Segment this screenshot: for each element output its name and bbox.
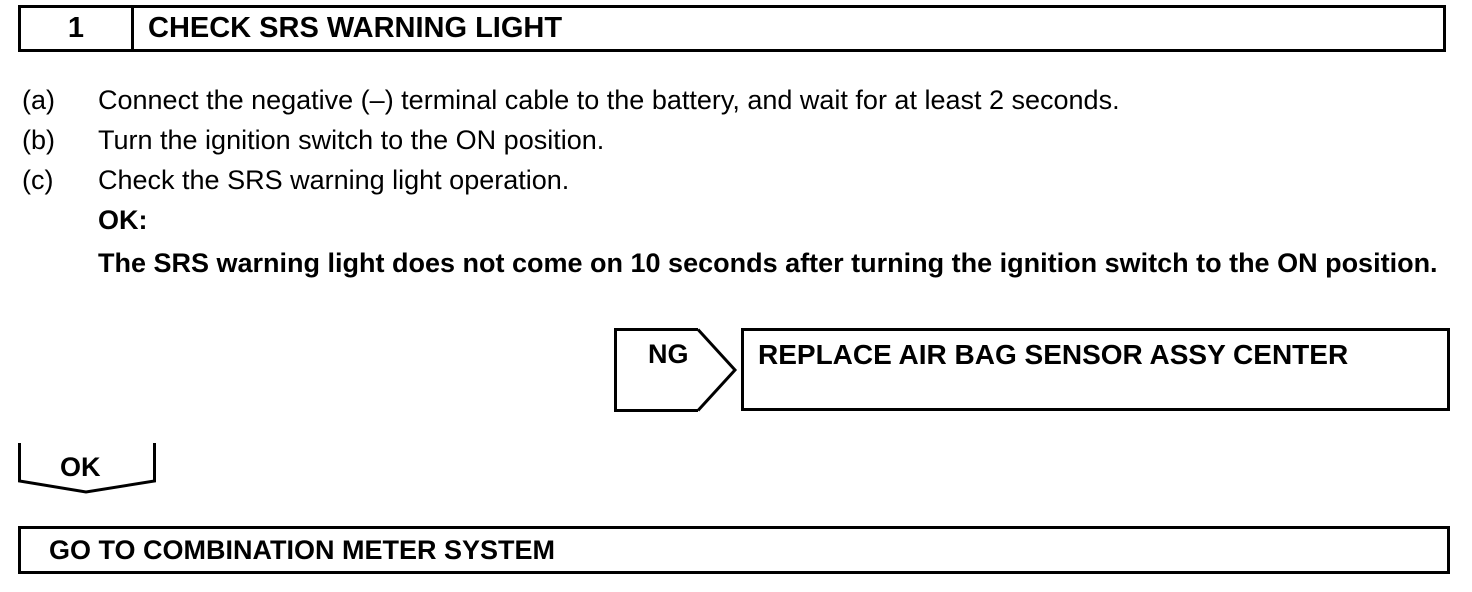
instruction-a-mark: (a) — [22, 85, 55, 115]
step-header: 1 CHECK SRS WARNING LIGHT — [18, 5, 1446, 52]
next-step-box: GO TO COMBINATION METER SYSTEM — [18, 526, 1450, 574]
ng-label: NG — [648, 339, 689, 369]
instruction-b-mark: (b) — [22, 125, 55, 155]
ok-arrow-tab — [18, 443, 156, 494]
instruction-b-text: Turn the ignition switch to the ON posit… — [98, 125, 605, 155]
ok-label: OK — [60, 452, 101, 482]
ng-action-text: REPLACE AIR BAG SENSOR ASSY CENTER — [758, 339, 1349, 370]
instruction-c-text: Check the SRS warning light operation. — [98, 165, 570, 195]
step-number: 1 — [21, 8, 134, 49]
ng-action-box: REPLACE AIR BAG SENSOR ASSY CENTER — [741, 328, 1450, 411]
ok-result-text: The SRS warning light does not come on 1… — [98, 248, 1438, 278]
instruction-a-text: Connect the negative (–) terminal cable … — [98, 85, 1120, 115]
ok-result-label: OK: — [98, 205, 148, 235]
instruction-c-mark: (c) — [22, 165, 54, 195]
ng-arrow-box — [614, 328, 738, 412]
next-step-text: GO TO COMBINATION METER SYSTEM — [49, 535, 556, 565]
step-title: CHECK SRS WARNING LIGHT — [148, 12, 563, 44]
